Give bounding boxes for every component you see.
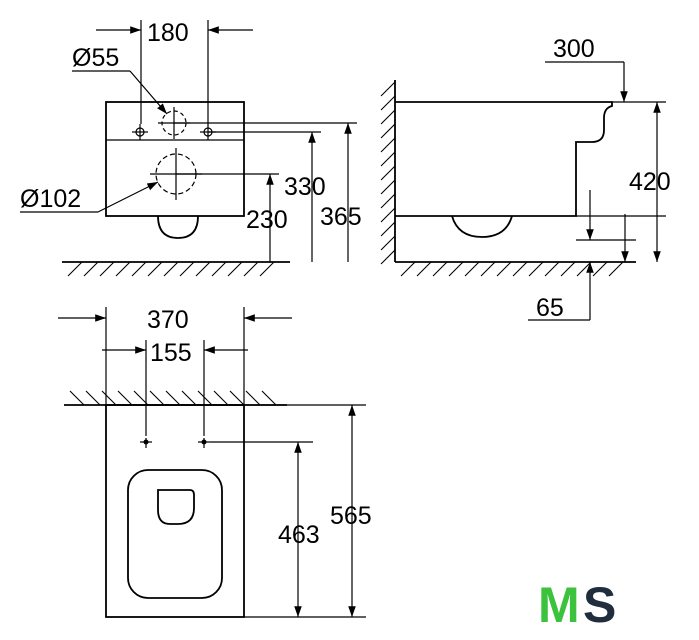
hatch-line	[512, 261, 528, 277]
hatch-line	[149, 390, 165, 406]
ms-logo: M S	[538, 577, 616, 633]
hatch-line	[85, 390, 101, 406]
hatch-line	[101, 390, 117, 406]
hatch-line	[448, 261, 464, 277]
hatch-line	[416, 261, 432, 277]
logo-letter-s: S	[583, 577, 616, 633]
dim-outlet-diameter: Ø102	[20, 185, 81, 213]
hatch-line	[163, 261, 179, 277]
top-body	[105, 404, 245, 618]
hatch-line	[380, 165, 396, 181]
hatch-line	[181, 390, 197, 406]
hatch-line	[480, 261, 496, 277]
dim-180: 180	[147, 19, 189, 47]
hatch-line	[400, 261, 416, 277]
top-bolt-left	[143, 439, 149, 445]
side-view: 300 420 65	[380, 35, 671, 322]
hatch-line	[608, 261, 624, 277]
hatch-line	[380, 95, 396, 111]
hatch-line	[211, 261, 227, 277]
hatch-line	[380, 179, 396, 195]
front-view: 180 Ø55 Ø102 230 330 365	[20, 19, 362, 277]
hatch-line	[243, 261, 259, 277]
hatch-line	[131, 261, 147, 277]
dim-65: 65	[536, 294, 564, 322]
hatch-line	[544, 261, 560, 277]
side-bowl	[451, 215, 513, 238]
hatch-line	[380, 249, 396, 265]
dim-365: 365	[320, 203, 362, 231]
dim-420: 420	[629, 168, 671, 196]
dim-300: 300	[553, 35, 595, 63]
dim-155: 155	[150, 339, 192, 367]
top-view: 370 155 463 565	[58, 306, 372, 618]
hatch-line	[99, 261, 115, 277]
hatch-line	[227, 261, 243, 277]
hatch-line	[576, 261, 592, 277]
hatch-line	[528, 261, 544, 277]
front-body	[105, 101, 245, 217]
dim-330: 330	[284, 173, 326, 201]
top-wall-hatch	[69, 390, 277, 406]
front-floor-hatch	[67, 261, 275, 277]
hatch-line	[380, 109, 396, 125]
hatch-line	[117, 390, 133, 406]
hatch-line	[165, 390, 181, 406]
hatch-line	[496, 261, 512, 277]
hatch-line	[592, 261, 608, 277]
hatch-line	[195, 261, 211, 277]
hatch-line	[380, 221, 396, 237]
hatch-line	[213, 390, 229, 406]
hatch-line	[259, 261, 275, 277]
hatch-line	[69, 390, 85, 406]
hatch-line	[380, 137, 396, 153]
dim-565: 565	[330, 502, 372, 530]
hatch-line	[380, 193, 396, 209]
dim-370: 370	[147, 306, 189, 334]
hatch-line	[464, 261, 480, 277]
hatch-line	[380, 123, 396, 139]
hatch-line	[147, 261, 163, 277]
hatch-line	[380, 235, 396, 251]
hatch-line	[380, 207, 396, 223]
side-floor-hatch	[400, 261, 624, 277]
hatch-line	[245, 390, 261, 406]
top-seat	[127, 469, 223, 599]
hatch-line	[83, 261, 99, 277]
hatch-line	[179, 261, 195, 277]
top-bolt-right	[201, 439, 207, 445]
hatch-line	[115, 261, 131, 277]
hatch-line	[261, 390, 277, 406]
hatch-line	[380, 151, 396, 167]
dim-inlet-diameter: Ø55	[72, 44, 119, 72]
side-body	[395, 101, 613, 217]
dim-463: 463	[278, 521, 320, 549]
hatch-line	[432, 261, 448, 277]
side-wall-hatch	[380, 81, 396, 265]
dim-230: 230	[246, 206, 288, 234]
hatch-line	[560, 261, 576, 277]
hatch-line	[67, 261, 83, 277]
hatch-line	[380, 81, 396, 97]
logo-letter-m: M	[538, 577, 580, 633]
hatch-line	[197, 390, 213, 406]
front-bowl	[157, 215, 199, 239]
hatch-line	[229, 390, 245, 406]
top-lid-detail	[157, 489, 195, 525]
